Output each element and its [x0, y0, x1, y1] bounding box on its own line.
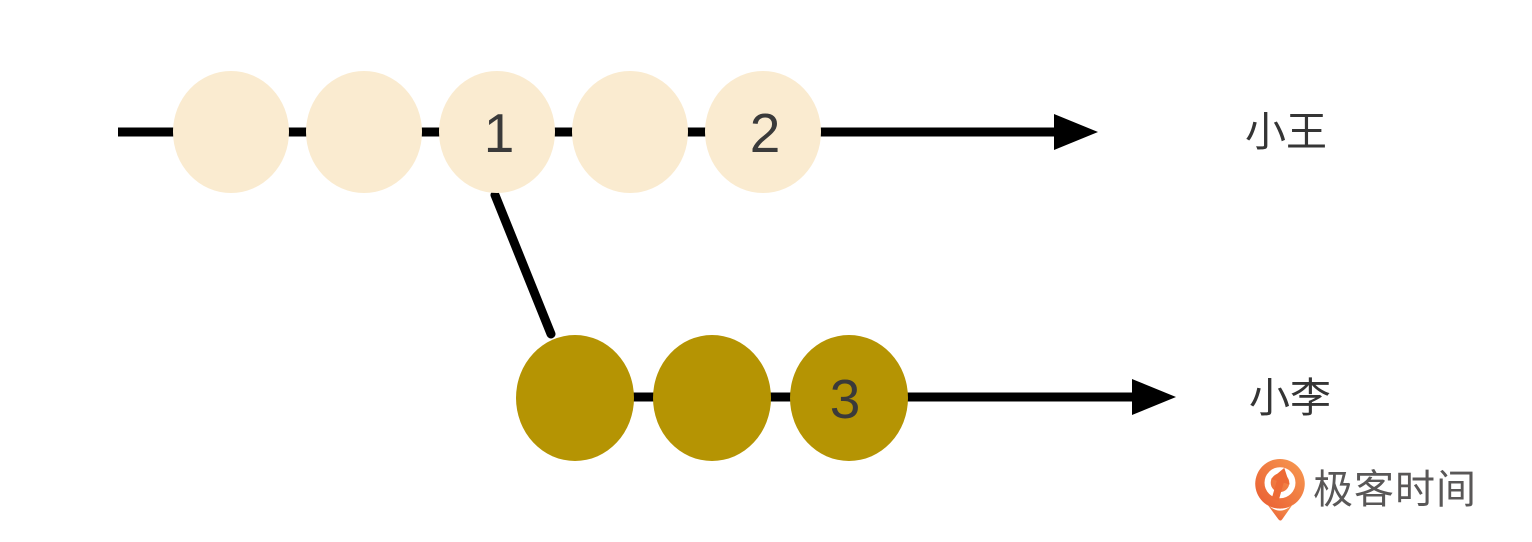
top-branch-arrowhead-icon	[1054, 114, 1098, 150]
bottom-branch-arrowhead-icon	[1132, 379, 1176, 415]
commit-node-top-3	[439, 71, 555, 193]
commit-node-bottom-2	[653, 335, 771, 461]
geektime-logo-icon	[1255, 459, 1305, 521]
logo-arrow-icon	[1270, 467, 1290, 501]
commit-node-bottom-1	[516, 335, 634, 461]
commit-node-top-2	[306, 71, 422, 193]
geektime-logo-text: 极客时间	[1313, 468, 1477, 512]
owner-label-top: 小王	[1245, 109, 1327, 155]
commit-node-top-4	[572, 71, 688, 193]
commit-label-3: 3	[830, 368, 861, 430]
geektime-logo: 极客时间	[1254, 458, 1477, 522]
owner-label-bottom: 小李	[1249, 375, 1331, 421]
branch-off-line	[490, 190, 556, 339]
commit-node-top-5	[705, 71, 821, 193]
logo-pin-tail	[1266, 503, 1294, 521]
commit-label-2: 2	[750, 102, 781, 164]
commit-node-bottom-3	[790, 335, 908, 461]
commit-node-top-1	[173, 71, 289, 193]
commit-label-1: 1	[484, 102, 515, 164]
